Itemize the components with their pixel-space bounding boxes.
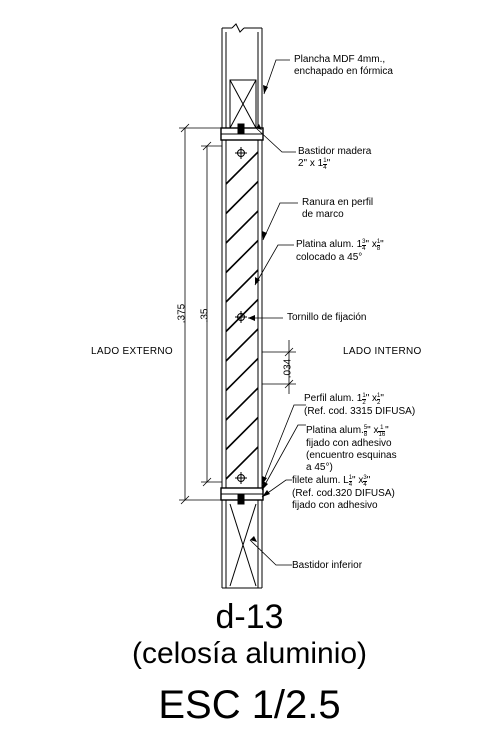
lower-frame-profile [220, 472, 264, 505]
label-bastidor-inferior: Bastidor inferior [292, 560, 363, 571]
louver-blade [225, 180, 259, 215]
label-lado-externo: LADO EXTERNO [91, 346, 173, 357]
label-ranura-line1: Ranura en perfil [302, 197, 374, 208]
dimension-spacing-text: .034 [282, 358, 294, 379]
label-platina-line2: colocado a 45° [296, 252, 363, 263]
label-plancha-line1: Plancha MDF 4mm., [294, 54, 386, 65]
label-filete-line3: fijado con adhesivo [292, 500, 378, 511]
louver-blade [225, 446, 259, 480]
louver-blade [225, 210, 259, 244]
label-bastidor-line1: Bastidor madera [298, 146, 372, 157]
louver-blade [225, 357, 259, 392]
louver-blade [225, 151, 259, 185]
louver-blade [225, 416, 259, 451]
top-break-line [222, 23, 262, 33]
label-filete-line2: (Ref. cod.320 DIFUSA) [292, 488, 395, 499]
detail-name: (celosía aluminio) [131, 637, 368, 670]
leader-arrowheads [248, 85, 270, 542]
label-platina-b-line3: (encuentro esquinas [306, 450, 397, 461]
label-ranura: Ranura en perfil de marco [302, 197, 373, 221]
dimension-inner [201, 141, 222, 487]
dimension-spacing [262, 340, 296, 394]
label-lado-interno: LADO INTERNO [343, 346, 422, 357]
label-platina-b-line2: fijado con adhesivo [306, 438, 392, 449]
louver-blade [225, 298, 259, 333]
fixing-screw-symbol [235, 311, 247, 323]
label-plancha: Plancha MDF 4mm., enchapado en fórmica [294, 54, 393, 78]
label-tornillo: Tornillo de fijación [287, 312, 367, 323]
detail-code: d-13 [215, 598, 284, 636]
dimension-inner-text: .35 [199, 308, 211, 323]
label-plancha-line2: enchapado en fórmica [294, 66, 393, 77]
louver-blade [225, 328, 259, 362]
louver-blade [225, 387, 259, 421]
louver-body [221, 140, 263, 488]
lower-base-frame [221, 500, 263, 589]
label-perfil-line2: (Ref. cod. 3315 DIFUSA) [304, 406, 416, 417]
upper-mdf-panel [221, 28, 263, 129]
louver-blade [225, 269, 259, 303]
dimension-overall [179, 123, 222, 505]
label-ranura-line2: de marco [302, 209, 344, 220]
upper-frame-profile [220, 123, 264, 159]
louver-blades [225, 151, 259, 480]
dimension-overall-text: .375 [176, 303, 188, 324]
label-platina-b-line4: a 45°) [306, 462, 333, 473]
louver-blade [225, 239, 259, 274]
detail-scale: ESC 1/2.5 [158, 683, 341, 727]
